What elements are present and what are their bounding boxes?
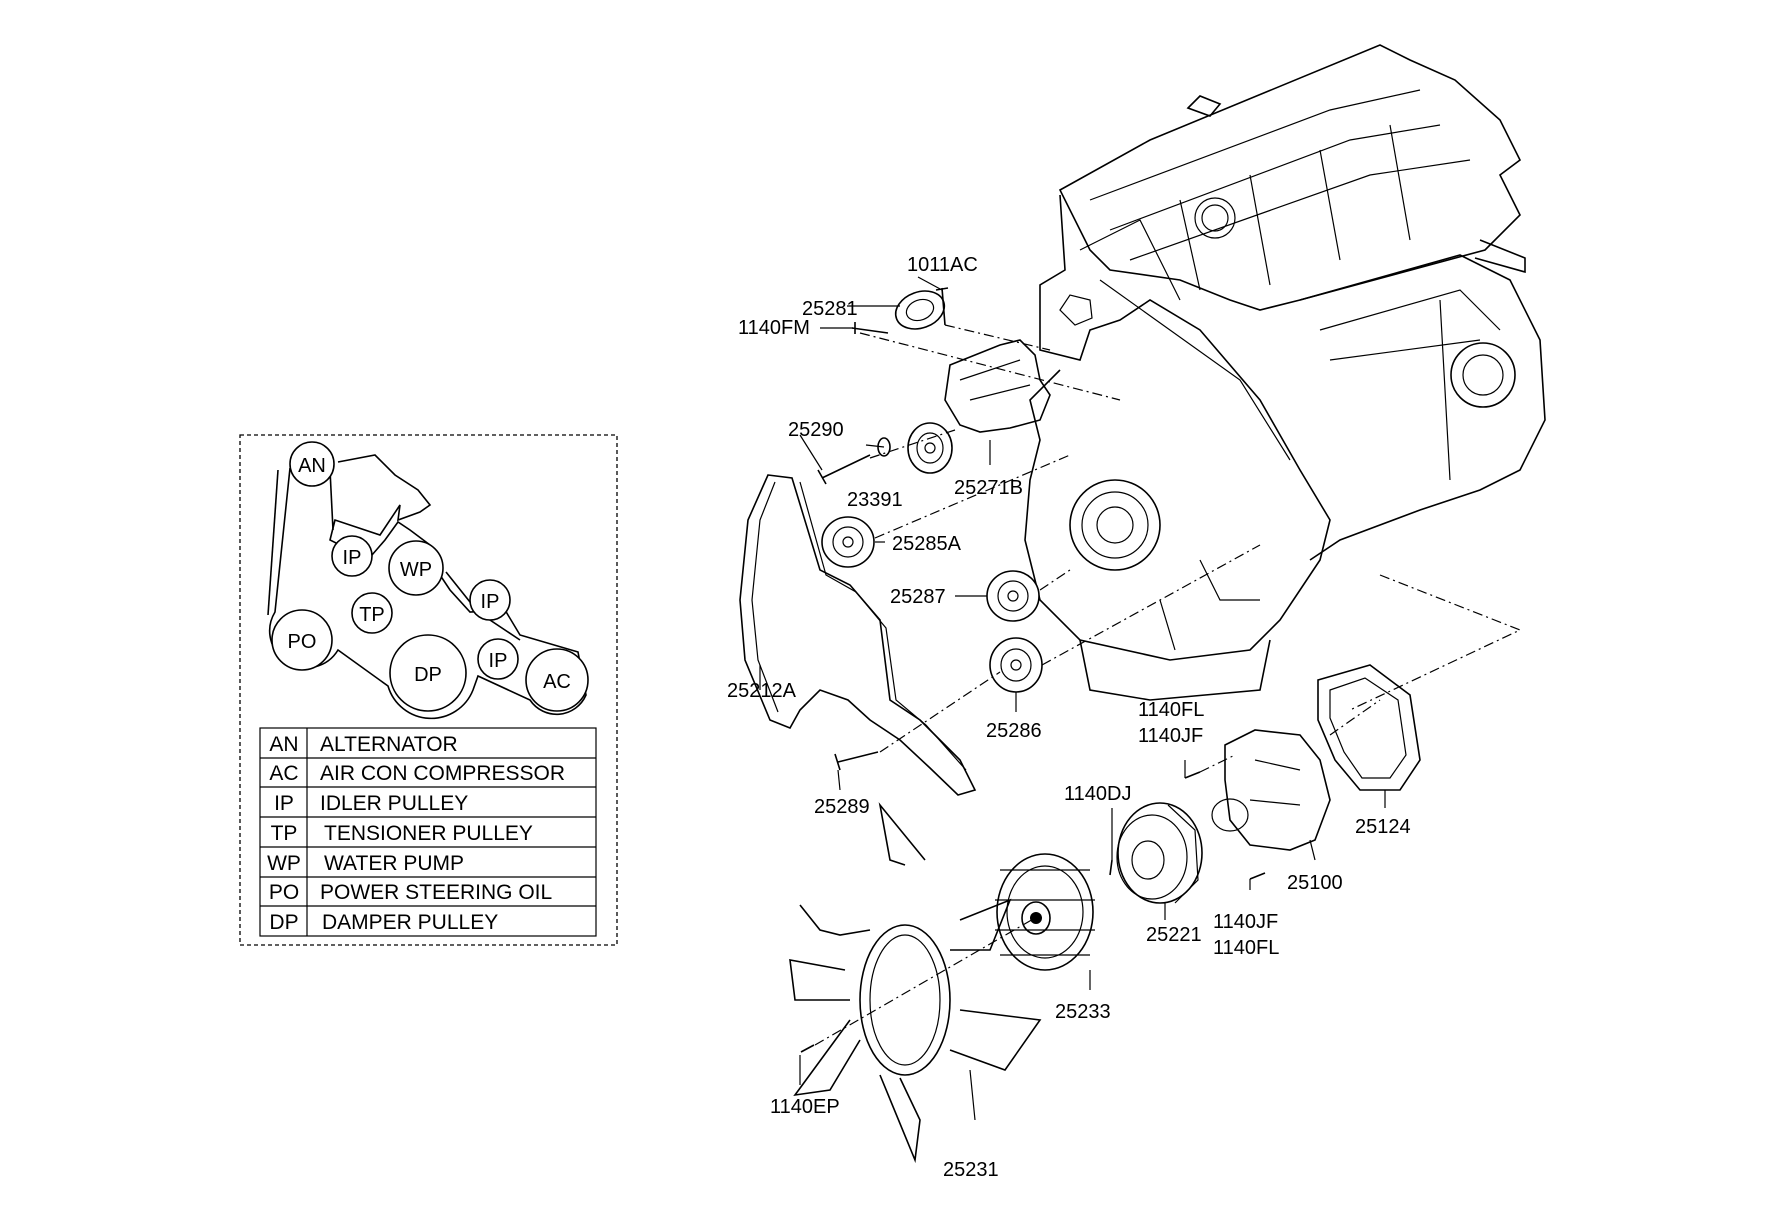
part-label-25233: 25233 (1055, 1001, 1111, 1023)
pulley-ip1 (331, 535, 373, 577)
part-label-25212a: 25212A (727, 680, 797, 702)
gasket-25124 (1317, 664, 1421, 791)
legend-code-po: PO (269, 881, 299, 904)
water-pump-pulley-25221 (1116, 802, 1203, 904)
assembly-center-lines (814, 324, 1522, 1046)
part-label-1140ep: 1140EP (770, 1096, 840, 1118)
legend-name-an: ALTERNATOR (320, 733, 458, 756)
part-label-25287: 25287 (890, 586, 946, 608)
legend-name-wp: WATER PUMP (324, 852, 464, 875)
drive-belt-25212a (739, 474, 977, 796)
pulley-dp (389, 634, 467, 712)
legend-name-dp: DAMPER PULLEY (322, 911, 498, 934)
legend-frame (239, 434, 618, 946)
engine-block-drawing (1024, 44, 1546, 701)
pulley-ip2 (469, 579, 511, 621)
part-label-25289: 25289 (814, 796, 870, 818)
pulley-po (271, 609, 333, 671)
part-label-25285a: 25285A (892, 533, 962, 555)
legend-table: AN ALTERNATOR AC AIR CON COMPRESSOR IP I… (259, 727, 597, 937)
part-label-1011ac: 1011AC (907, 254, 978, 276)
pulley-label-ac: AC (543, 671, 571, 693)
cooling-fan-25231 (789, 802, 1042, 1164)
legend-code-an: AN (269, 733, 298, 756)
legend-code-ac: AC (269, 762, 298, 785)
idler-pulley-25285a (821, 516, 875, 568)
legend-name-ac: AIR CON COMPRESSOR (320, 762, 565, 785)
part-label-25281: 25281 (802, 298, 858, 320)
idler-pulley-25287 (986, 570, 1040, 622)
fan-clutch-25233 (995, 853, 1095, 971)
tensioner-assembly (894, 290, 1051, 474)
legend-name-po: POWER STEERING OIL (320, 881, 552, 904)
part-label-25221: 25221 (1146, 924, 1202, 946)
legend-code-dp: DP (269, 911, 298, 934)
part-label-25290: 25290 (788, 419, 844, 441)
part-label-1140dj: 1140DJ (1064, 783, 1131, 805)
fasteners (800, 287, 1266, 1053)
part-label-1140jf-top: 1140JF (1138, 725, 1203, 747)
belt-routing-legend: AN IP WP IP PO TP DP IP AC AN ALTERNATOR… (239, 434, 618, 946)
pulley-ac (525, 648, 589, 712)
part-label-1140fl-bottom: 1140FL (1213, 937, 1279, 959)
pulley-label-dp: DP (414, 664, 442, 686)
pulley-label-an: AN (298, 455, 326, 477)
part-label-25124: 25124 (1355, 816, 1411, 838)
legend-name-tp: TENSIONER PULLEY (324, 822, 533, 845)
part-label-1140fm: 1140FM (738, 317, 810, 339)
part-label-23391: 23391 (847, 489, 903, 511)
pulley-tp (351, 592, 393, 634)
legend-code-ip: IP (274, 792, 294, 815)
pulley-label-ip2: IP (481, 591, 500, 613)
pulley-wp (388, 540, 444, 596)
water-pump-25100 (1211, 729, 1331, 851)
pulley-an (289, 441, 335, 487)
pulley-label-ip3: IP (489, 650, 508, 672)
part-label-25231: 25231 (943, 1159, 999, 1181)
pulley-label-po: PO (288, 631, 317, 653)
legend-code-tp: TP (271, 822, 298, 845)
pulley-label-wp: WP (400, 559, 432, 581)
idler-pulley-25286 (989, 637, 1043, 693)
legend-name-ip: IDLER PULLEY (320, 792, 468, 815)
pulley-ip3 (477, 638, 519, 680)
part-label-1140fl-top: 1140FL (1138, 699, 1204, 721)
pulley-label-tp: TP (359, 604, 385, 626)
pulley-label-ip1: IP (343, 547, 362, 569)
part-label-25286: 25286 (986, 720, 1042, 742)
part-label-25100: 25100 (1287, 872, 1343, 894)
part-labels: 1011AC 1140FM 25281 25290 23391 25271B 2… (727, 254, 1411, 1181)
part-label-25271b: 25271B (954, 477, 1023, 499)
callout-leaders (759, 276, 1386, 1121)
part-label-1140jf-bottom: 1140JF (1213, 911, 1278, 933)
legend-code-wp: WP (267, 852, 301, 875)
